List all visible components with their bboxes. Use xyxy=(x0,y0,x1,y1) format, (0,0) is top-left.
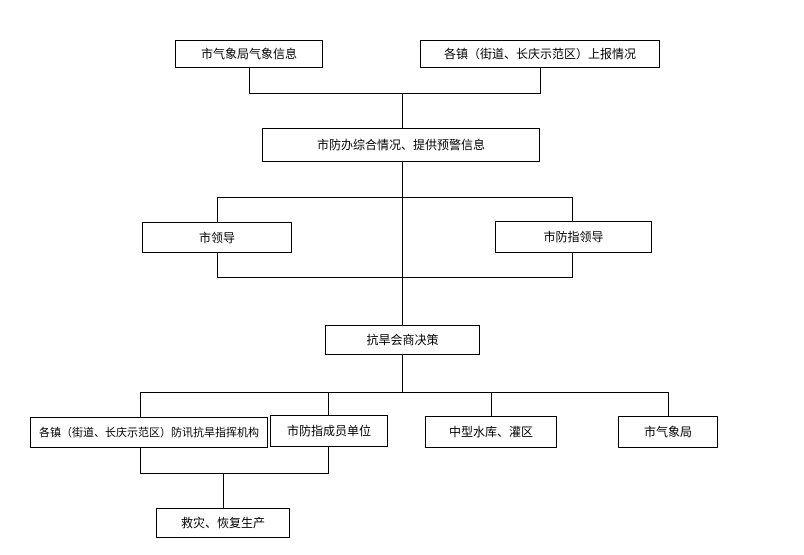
connector-line xyxy=(140,448,141,473)
connector-line xyxy=(328,392,329,415)
node-flood-office: 市防办综合情况、提供预警信息 xyxy=(262,128,540,162)
connector-line xyxy=(668,392,669,416)
connector-line xyxy=(572,253,573,277)
node-relief-recovery: 救灾、恢复生产 xyxy=(156,508,290,538)
connector-line xyxy=(217,253,218,277)
connector-line xyxy=(249,93,541,94)
connector-line xyxy=(402,355,403,392)
connector-line xyxy=(217,197,573,198)
node-town-report: 各镇（街道、长庆示范区）上报情况 xyxy=(420,40,660,68)
connector-line xyxy=(217,197,218,222)
node-town-command-org: 各镇（街道、长庆示范区）防讯抗旱指挥机构 xyxy=(30,417,268,448)
node-met-info: 市气象局气象信息 xyxy=(175,40,323,68)
connector-line xyxy=(402,162,403,325)
connector-line xyxy=(491,392,492,416)
node-drought-consultation: 抗旱会商决策 xyxy=(325,325,480,355)
connector-line xyxy=(140,392,669,393)
node-reservoirs-irrigation: 中型水库、灌区 xyxy=(425,416,557,448)
connector-line xyxy=(140,392,141,417)
connector-line xyxy=(223,473,224,508)
connector-line xyxy=(572,197,573,222)
node-hq-leaders: 市防指领导 xyxy=(495,221,652,253)
node-member-units: 市防指成员单位 xyxy=(270,415,388,447)
node-city-leaders: 市领导 xyxy=(142,222,292,253)
node-met-bureau: 市气象局 xyxy=(618,416,718,448)
connector-line xyxy=(217,277,573,278)
connector-line xyxy=(540,68,541,93)
connector-line xyxy=(402,93,403,128)
connector-line xyxy=(328,447,329,473)
connector-line xyxy=(249,68,250,93)
connector-line xyxy=(140,473,329,474)
